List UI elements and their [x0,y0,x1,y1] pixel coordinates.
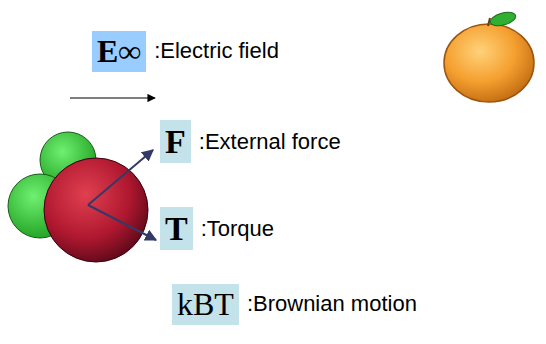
symbol-entry: T :Torque [160,207,274,250]
force-symbol: F [160,120,191,163]
symbol-description: :External force [199,129,341,155]
torque-symbol: T [160,207,193,250]
symbol-entry: kBT :Brownian motion [172,284,417,325]
symbol-entry: F :External force [160,120,341,163]
brownian-symbol: kBT [172,284,239,325]
orange-fruit [444,10,534,102]
symbol-description: :Electric field [154,38,279,64]
torque-arrow [88,205,156,240]
particle-cluster [8,132,156,262]
field-arrow [70,97,155,98]
symbol-entry: E∞ :Electric field [92,31,279,72]
field-symbol: E∞ [92,31,146,72]
orange-body [444,24,534,102]
force-arrow [88,150,153,205]
orange-leaf [489,10,517,28]
symbol-description: :Torque [201,216,274,242]
symbol-description: :Brownian motion [247,291,417,317]
orange-stem [488,18,490,26]
